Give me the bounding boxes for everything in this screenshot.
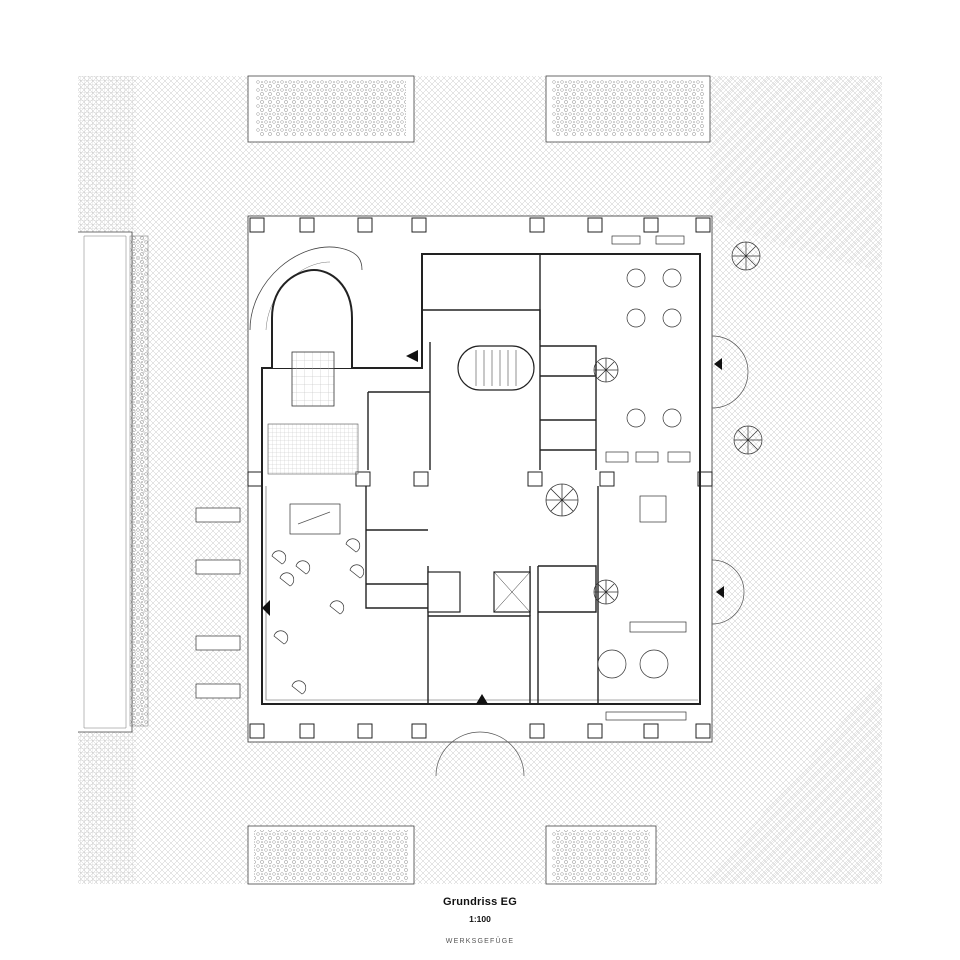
rotunda-stair	[249, 246, 363, 475]
drawing-title: Grundriss EG	[443, 896, 517, 908]
site-ground	[78, 76, 882, 884]
studio-name: WERKSGEFÜGE	[445, 938, 515, 945]
lounge-chairs	[271, 538, 365, 695]
entrance-arrow-icon	[262, 350, 724, 704]
drawing-scale: 1:100	[469, 914, 491, 924]
tree-icon	[545, 357, 619, 605]
core-stairs-lifts	[427, 345, 535, 613]
furniture	[195, 235, 691, 721]
planter-beds	[129, 75, 711, 885]
umbrella-icon	[435, 241, 763, 777]
